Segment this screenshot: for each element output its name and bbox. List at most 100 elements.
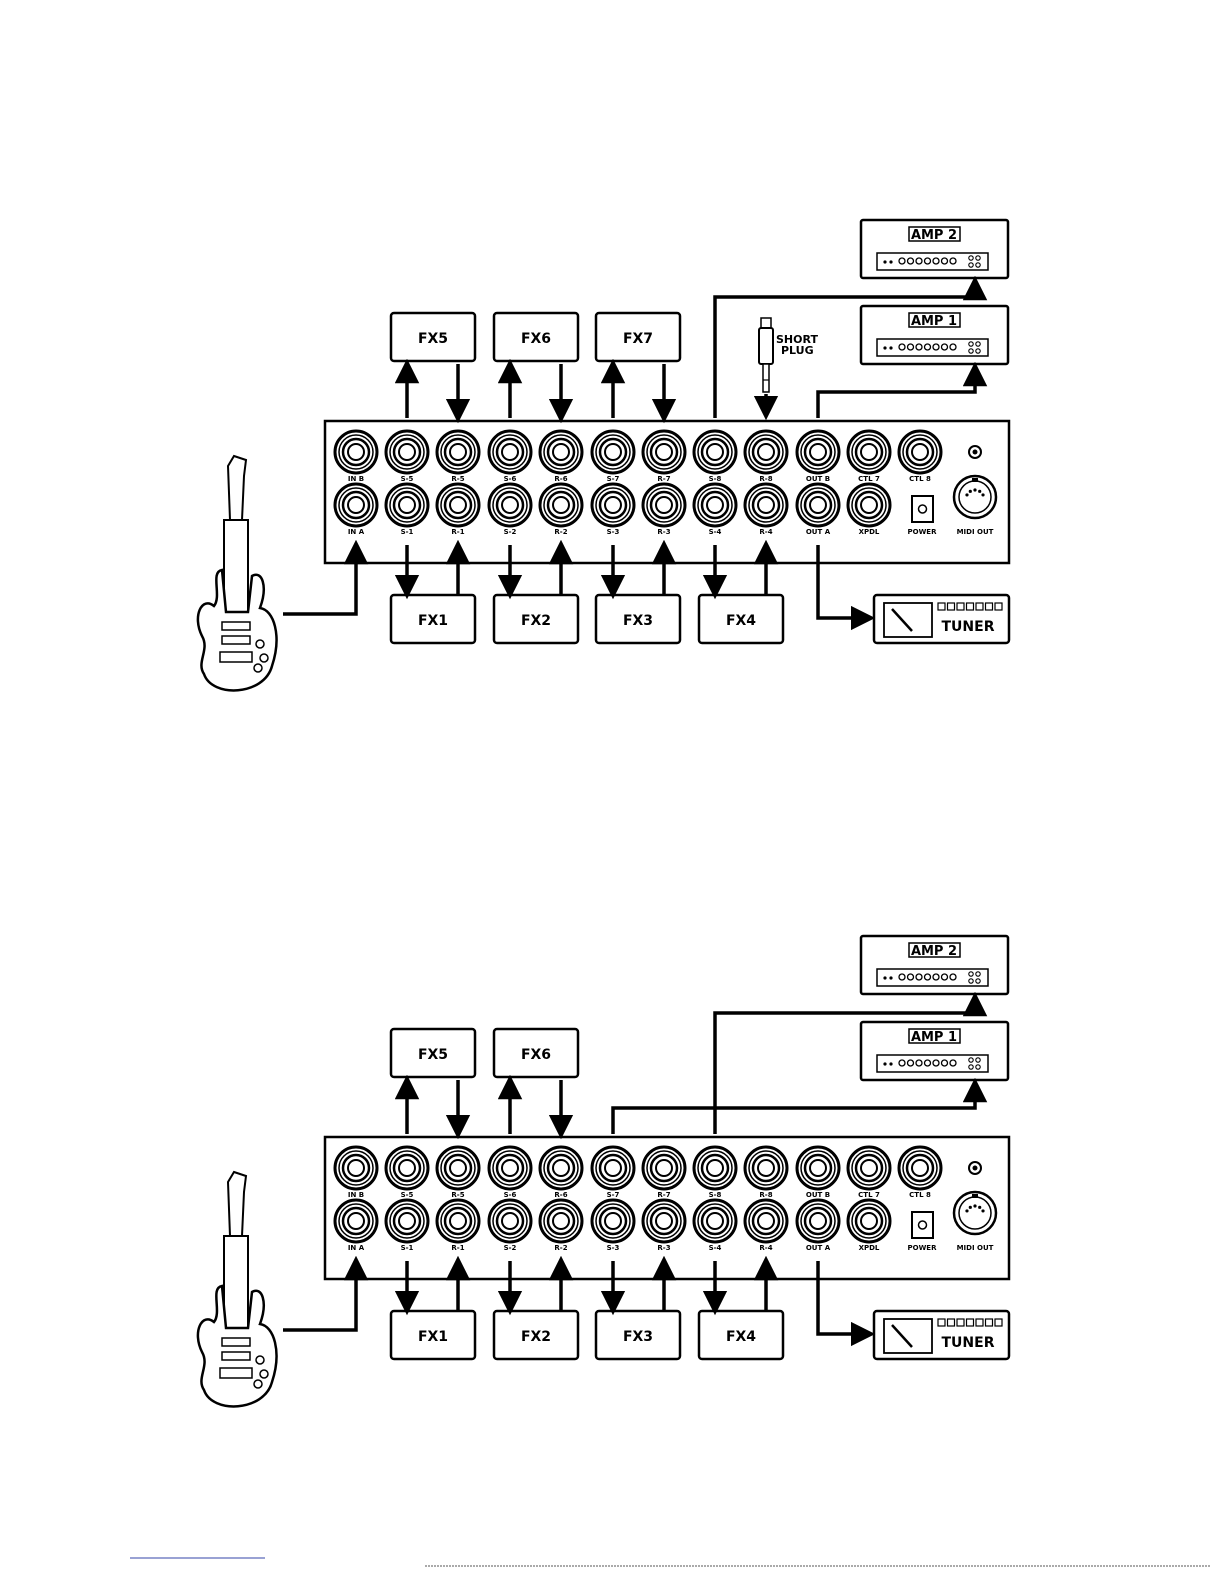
midi-pin — [973, 488, 977, 492]
amp-dot — [883, 1062, 887, 1066]
jack-s-4 — [692, 1198, 738, 1244]
fx-box-frame — [492, 1027, 580, 1079]
guitar — [196, 454, 278, 692]
plug-body — [758, 327, 774, 365]
fx-box-label: FX4 — [726, 1329, 756, 1345]
jack-r-8 — [743, 1145, 789, 1191]
jack-label: S-2 — [504, 1244, 517, 1252]
jack-label: R-4 — [759, 528, 772, 536]
jack-label: XPDL — [859, 528, 880, 536]
jack-label: IN B — [348, 475, 364, 483]
amp-knob — [898, 343, 906, 351]
midi-pin — [965, 1209, 969, 1213]
tuner-cable — [816, 545, 876, 631]
fx-box-fx2: FX2 — [492, 1309, 580, 1361]
tuner-led — [994, 1318, 1003, 1327]
midi-key — [972, 478, 978, 482]
amp-input-jack — [975, 1064, 981, 1070]
fx-box-label: FX6 — [521, 1047, 551, 1063]
jack-label: R-7 — [657, 1191, 670, 1199]
amp-knob — [932, 257, 940, 265]
tuner-led — [965, 1318, 975, 1327]
guitar-cable — [283, 1255, 369, 1332]
jack-label: R-7 — [657, 475, 670, 483]
tuner-led — [956, 1318, 965, 1327]
fx-box-label: FX2 — [521, 613, 551, 629]
fx-box-frame — [697, 1309, 785, 1361]
jack-r-3 — [641, 1198, 687, 1244]
power-label: POWER — [908, 1244, 938, 1252]
fx-box-label: FX1 — [418, 1329, 448, 1345]
amp-input-jack — [975, 1057, 981, 1063]
jack-ctl-8 — [897, 429, 943, 475]
amp-knob — [923, 973, 932, 981]
power-pin — [917, 1220, 928, 1230]
fx-box-fx6: FX6 — [492, 311, 580, 363]
tuner-led — [965, 602, 975, 611]
tuner: TUNER — [872, 593, 1011, 645]
amp-input-jack — [968, 971, 974, 977]
amp-input-jack — [968, 1064, 974, 1070]
jack-label: R-3 — [657, 1244, 670, 1252]
jack-out-a — [795, 482, 841, 528]
midi-out-label: MIDI OUT — [957, 1244, 994, 1252]
amp-knob — [923, 343, 932, 351]
fx-box-fx2: FX2 — [492, 593, 580, 645]
fx-box-fx1: FX1 — [389, 593, 477, 645]
amp-knob — [949, 343, 957, 351]
amp-nameplate — [908, 1028, 961, 1044]
tuner-label: TUNER — [942, 619, 995, 635]
short-plug-label-line2: PLUG — [781, 344, 814, 357]
jack-label: S-8 — [709, 1191, 722, 1199]
amp-knob — [915, 343, 923, 351]
tuner-led — [984, 602, 994, 611]
amp-knob — [915, 257, 923, 265]
fx-box-label: FX1 — [418, 613, 448, 629]
fx-box-fx1: FX1 — [389, 1309, 477, 1361]
midi-pin — [981, 493, 985, 497]
amp-label: AMP 2 — [911, 228, 957, 243]
jack-label: R-8 — [759, 475, 772, 483]
jack-r-5 — [435, 1145, 481, 1191]
amp-dot — [889, 260, 893, 264]
amp-label: AMP 1 — [911, 314, 957, 329]
jack-label: CTL 8 — [909, 475, 931, 483]
jack-s-3 — [590, 1198, 636, 1244]
amp-dot — [883, 976, 887, 980]
amp1-cable — [816, 361, 988, 418]
midi-out-jack — [952, 474, 998, 520]
jack-s-4 — [692, 482, 738, 528]
jack-label: S-8 — [709, 475, 722, 483]
midi-out-label: MIDI OUT — [957, 528, 994, 536]
midi-pin — [965, 493, 969, 497]
midi-pin — [978, 1205, 982, 1209]
jack-s-8 — [692, 1145, 738, 1191]
amp-dot — [889, 976, 893, 980]
amp2-cable — [713, 991, 988, 1134]
tuner-cable — [816, 1261, 876, 1347]
tuner-led — [946, 602, 956, 611]
midi-pin — [978, 489, 982, 493]
jack-label: R-8 — [759, 1191, 772, 1199]
fx-box-fx5: FX5 — [389, 311, 477, 363]
amp-knob — [940, 1059, 949, 1067]
jack-r-2 — [538, 482, 584, 528]
short-plug-label-line1: SHORT — [776, 333, 818, 346]
jack-out-b — [795, 1145, 841, 1191]
amp-nameplate — [908, 942, 961, 958]
jack-label: S-4 — [709, 1244, 722, 1252]
plug-cap — [760, 317, 772, 329]
guitar-cable — [283, 539, 369, 616]
fx-box-label: FX7 — [623, 331, 653, 347]
amp-input-jack — [975, 262, 981, 268]
jack-label: S-4 — [709, 528, 722, 536]
amp1-cable — [611, 1077, 988, 1134]
jack-r-4 — [743, 482, 789, 528]
midi-pin — [973, 1204, 977, 1208]
jack-ctl-8 — [897, 1145, 943, 1191]
midi-pin — [968, 1205, 972, 1209]
page-footer — [130, 1557, 1210, 1567]
jack-label: OUT B — [806, 475, 830, 483]
